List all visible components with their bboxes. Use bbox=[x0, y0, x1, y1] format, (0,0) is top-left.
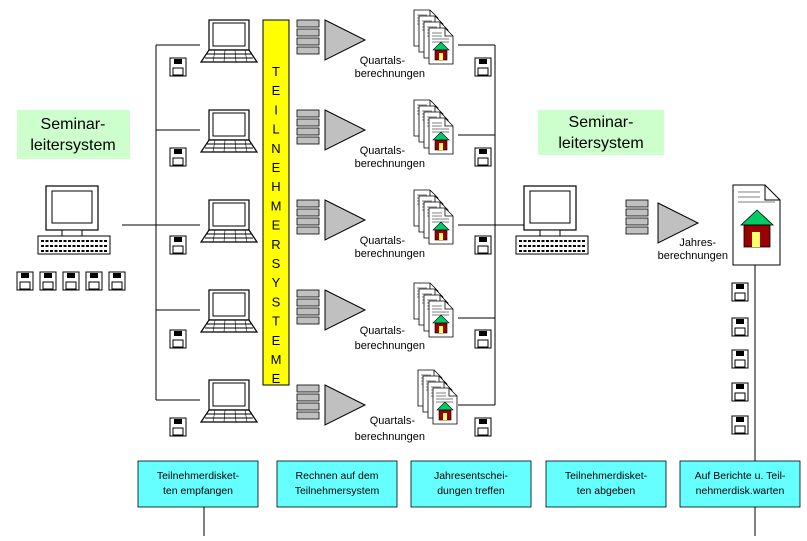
year-label-line2: berechnungen bbox=[658, 250, 728, 262]
step-text: Teilnehmerdisket- bbox=[565, 470, 648, 482]
vertical-letter: R bbox=[271, 237, 280, 252]
vertical-letter: E bbox=[272, 160, 281, 175]
step-text: Teilnehmersystem bbox=[295, 485, 380, 497]
step-text: nehmerdisk.warten bbox=[696, 485, 785, 497]
seminar-left-line1: Seminar- bbox=[41, 116, 106, 133]
svg-text:berechnungen: berechnungen bbox=[355, 68, 425, 80]
vertical-letter: T bbox=[272, 64, 280, 79]
step-box: Teilnehmerdisket-ten abgeben bbox=[545, 460, 667, 508]
seminar-box-right: Seminar- leitersystem bbox=[538, 110, 664, 155]
svg-text:berechnungen: berechnungen bbox=[355, 431, 425, 443]
svg-text:Quartals-: Quartals- bbox=[360, 235, 406, 247]
step-text: ten empfangen bbox=[163, 485, 233, 497]
data-stacks bbox=[296, 19, 320, 420]
vertical-letter: H bbox=[271, 179, 280, 194]
step-text: Teilnehmerdisket- bbox=[157, 470, 240, 482]
floppy-column-center-right bbox=[474, 57, 492, 437]
svg-text:Quartals-: Quartals- bbox=[370, 415, 416, 427]
vertical-letter: S bbox=[272, 294, 281, 309]
vertical-letter: L bbox=[272, 122, 279, 137]
vertical-letter: Y bbox=[272, 275, 281, 290]
step-boxes: Teilnehmerdisket-ten empfangen Rechnen au… bbox=[137, 460, 801, 508]
vertical-letter: E bbox=[272, 333, 281, 348]
quarter-labels: Quartals- berechnungen Quartals- berechn… bbox=[355, 55, 425, 443]
laptop-column bbox=[200, 19, 258, 423]
vertical-letter: M bbox=[271, 352, 282, 367]
step-box: Jahresentschei-dungen treffen bbox=[410, 460, 532, 508]
vertical-letter: T bbox=[272, 314, 280, 329]
seminar-right-line1: Seminar- bbox=[569, 114, 634, 131]
floppy-row-left bbox=[16, 271, 126, 291]
svg-text:berechnungen: berechnungen bbox=[355, 248, 425, 260]
svg-text:Quartals-: Quartals- bbox=[360, 55, 406, 67]
vertical-letter: I bbox=[274, 102, 278, 117]
year-stack: Jahres- berechnungen bbox=[625, 199, 728, 262]
step-text: Jahresentschei- bbox=[434, 470, 509, 482]
year-report-document-icon bbox=[732, 184, 781, 266]
step-text: Auf Berichte u. Teil- bbox=[695, 470, 786, 482]
step-text: Rechnen auf dem bbox=[296, 470, 379, 482]
vertical-letter: M bbox=[271, 198, 282, 213]
step-box: Teilnehmerdisket-ten empfangen bbox=[137, 460, 259, 508]
step-box: Auf Berichte u. Teil-nehmerdisk.warten bbox=[679, 460, 801, 508]
vertical-letter: N bbox=[271, 141, 280, 156]
vertical-letter: S bbox=[272, 256, 281, 271]
step-text: ten abgeben bbox=[577, 485, 636, 497]
year-label-line1: Jahres- bbox=[679, 237, 716, 249]
seminar-right-line2: leitersystem bbox=[558, 135, 643, 152]
svg-text:Quartals-: Quartals- bbox=[360, 325, 406, 337]
floppy-column-far-right bbox=[731, 282, 749, 435]
vertical-letter: E bbox=[272, 218, 281, 233]
desktop-computer-left-icon bbox=[37, 185, 111, 255]
svg-text:Quartals-: Quartals- bbox=[360, 145, 406, 157]
desktop-computer-right-icon bbox=[515, 185, 589, 255]
floppy-column-left bbox=[169, 57, 187, 437]
seminar-left-line2: leitersystem bbox=[30, 137, 115, 154]
svg-text:berechnungen: berechnungen bbox=[355, 340, 425, 352]
seminar-box-left: Seminar- leitersystem bbox=[17, 110, 130, 159]
step-text: dungen treffen bbox=[437, 485, 505, 497]
vertical-letter: E bbox=[272, 83, 281, 98]
vertical-letter: E bbox=[272, 371, 281, 386]
process-triangles bbox=[324, 19, 366, 426]
svg-text:berechnungen: berechnungen bbox=[355, 158, 425, 170]
